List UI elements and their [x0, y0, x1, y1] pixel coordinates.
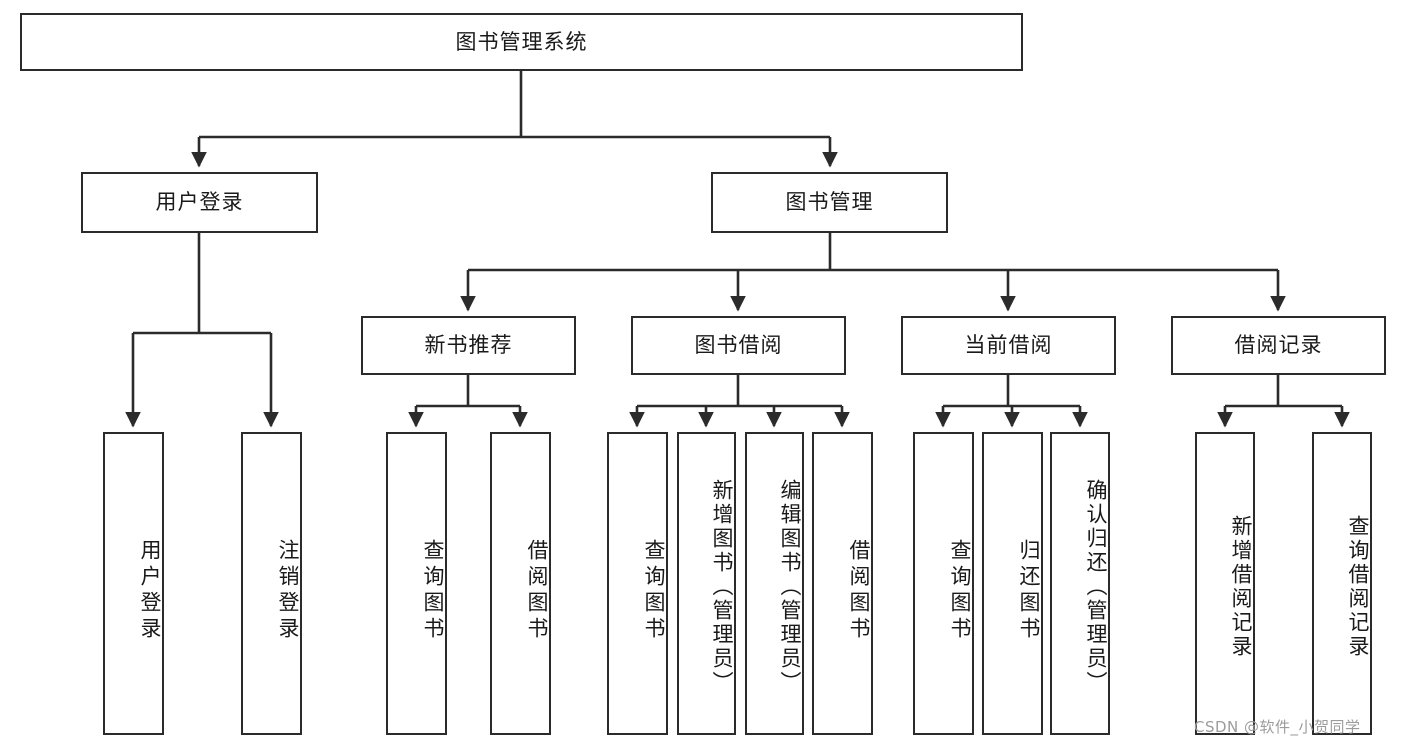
node-book-borrow[interactable]: 图书借阅 — [631, 316, 846, 375]
node-book-management[interactable]: 图书管理 — [711, 172, 948, 233]
node-root-book-management-system[interactable]: 图书管理系统 — [20, 13, 1023, 71]
leaf-br-query-record[interactable]: 查询借阅记录 — [1312, 432, 1372, 735]
leaf-bb-query-books[interactable]: 查询图书 — [607, 432, 668, 735]
leaf-br-add-record[interactable]: 新增借阅记录 — [1195, 432, 1255, 735]
node-user-login[interactable]: 用户登录 — [81, 172, 318, 233]
leaf-bb-edit-book-admin[interactable]: 编辑图书（管理员） — [745, 432, 804, 735]
node-current-borrow[interactable]: 当前借阅 — [901, 316, 1116, 375]
leaf-nb-borrow-books[interactable]: 借阅图书 — [490, 432, 551, 735]
leaf-bb-add-book-admin[interactable]: 新增图书（管理员） — [677, 432, 736, 735]
node-borrow-record[interactable]: 借阅记录 — [1171, 316, 1386, 375]
leaf-bb-borrow-books[interactable]: 借阅图书 — [812, 432, 873, 735]
leaf-cb-confirm-return-admin[interactable]: 确认归还（管理员） — [1050, 432, 1110, 735]
csdn-watermark: CSDN @软件_小贺同学 — [1194, 718, 1361, 736]
leaf-nb-query-books[interactable]: 查询图书 — [386, 432, 447, 735]
leaf-cb-return-books[interactable]: 归还图书 — [982, 432, 1043, 735]
node-new-book-recommend[interactable]: 新书推荐 — [361, 316, 576, 375]
leaf-cb-query-books[interactable]: 查询图书 — [913, 432, 974, 735]
leaf-user-login[interactable]: 用户登录 — [103, 432, 164, 735]
leaf-logout[interactable]: 注销登录 — [241, 432, 302, 735]
